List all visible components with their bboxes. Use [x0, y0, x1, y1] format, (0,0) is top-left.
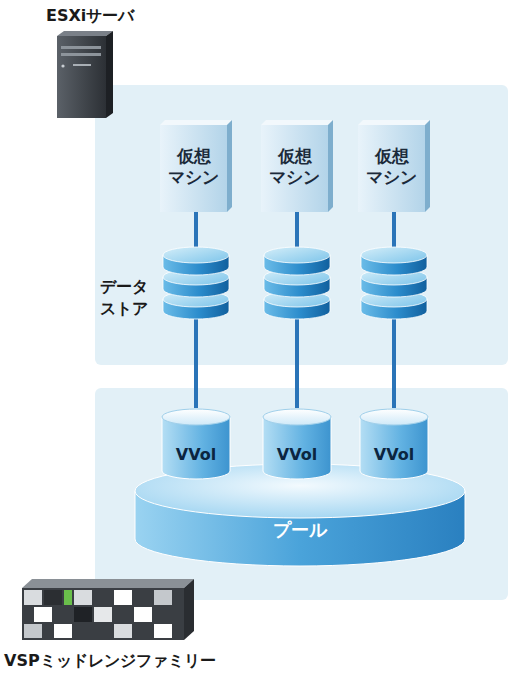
vvol-label: VVol [161, 445, 231, 464]
virtual-machine: 仮想 マシン [358, 120, 430, 212]
array-front [22, 588, 184, 640]
vvol-outline [161, 408, 231, 480]
vm-front [358, 125, 425, 212]
virtual-machine: 仮想 マシン [261, 120, 333, 212]
vm-top [358, 120, 430, 125]
storage-panel [95, 388, 508, 600]
array-cell [134, 607, 152, 622]
array-cell [44, 590, 62, 605]
array-side [184, 579, 194, 640]
array-cell [114, 590, 132, 605]
caption-label: データ ストア [100, 276, 158, 321]
virtual-machine: 仮想 マシン [160, 120, 232, 212]
vvol-label: VVol [359, 445, 429, 464]
server-slot [73, 64, 91, 66]
array-cell [64, 590, 72, 605]
vvol-outline [359, 408, 429, 480]
array-cell [24, 590, 42, 605]
vvol-side [162, 417, 230, 479]
array-cell [114, 624, 132, 638]
datastore-stack [264, 247, 330, 319]
vvol-side [360, 417, 428, 479]
vm-side [425, 120, 430, 212]
caption-label: ESXiサーバ [46, 5, 166, 27]
server-icon [57, 31, 113, 118]
vm-top [261, 120, 333, 125]
array-cell [24, 624, 42, 638]
server-led [61, 64, 64, 67]
vvol-cylinder: VVol [262, 408, 332, 480]
vm-label: 仮想 マシン [160, 146, 227, 189]
server-side [106, 31, 113, 118]
vvol-cylinder: VVol [161, 408, 231, 480]
array-cell [74, 590, 92, 605]
vm-front [160, 125, 227, 212]
vm-label: 仮想 マシン [358, 146, 425, 189]
vm-label: 仮想 マシン [261, 146, 328, 189]
storage-array-icon [22, 579, 194, 640]
array-cell [74, 607, 92, 622]
array-cell [34, 607, 52, 622]
array-cell [154, 590, 172, 605]
host-panel [95, 85, 508, 365]
caption-label: VSPミッドレンジファミリー [4, 650, 304, 672]
vvol-top [162, 409, 230, 425]
vvol-top [360, 409, 428, 425]
pool-label: プール [133, 518, 467, 542]
vm-front [261, 125, 328, 212]
array-top [22, 579, 194, 588]
storage-pool: プールVVolVVolVVol [133, 462, 467, 566]
vvol-side [263, 417, 331, 479]
vvol-outline [262, 408, 332, 480]
vm-side [328, 120, 333, 212]
array-cell [154, 624, 172, 638]
server-bay [61, 46, 101, 49]
datastore-stack [361, 247, 427, 319]
array-cell [94, 607, 112, 622]
vvol-cylinder: VVol [359, 408, 429, 480]
datastore-stack [163, 247, 229, 319]
server-bay [61, 53, 101, 56]
vvol-top [263, 409, 331, 425]
server-top [57, 31, 113, 36]
vvol-label: VVol [262, 445, 332, 464]
vm-side [227, 120, 232, 212]
vm-top [160, 120, 232, 125]
server-front [57, 36, 106, 118]
array-cell [54, 624, 72, 638]
